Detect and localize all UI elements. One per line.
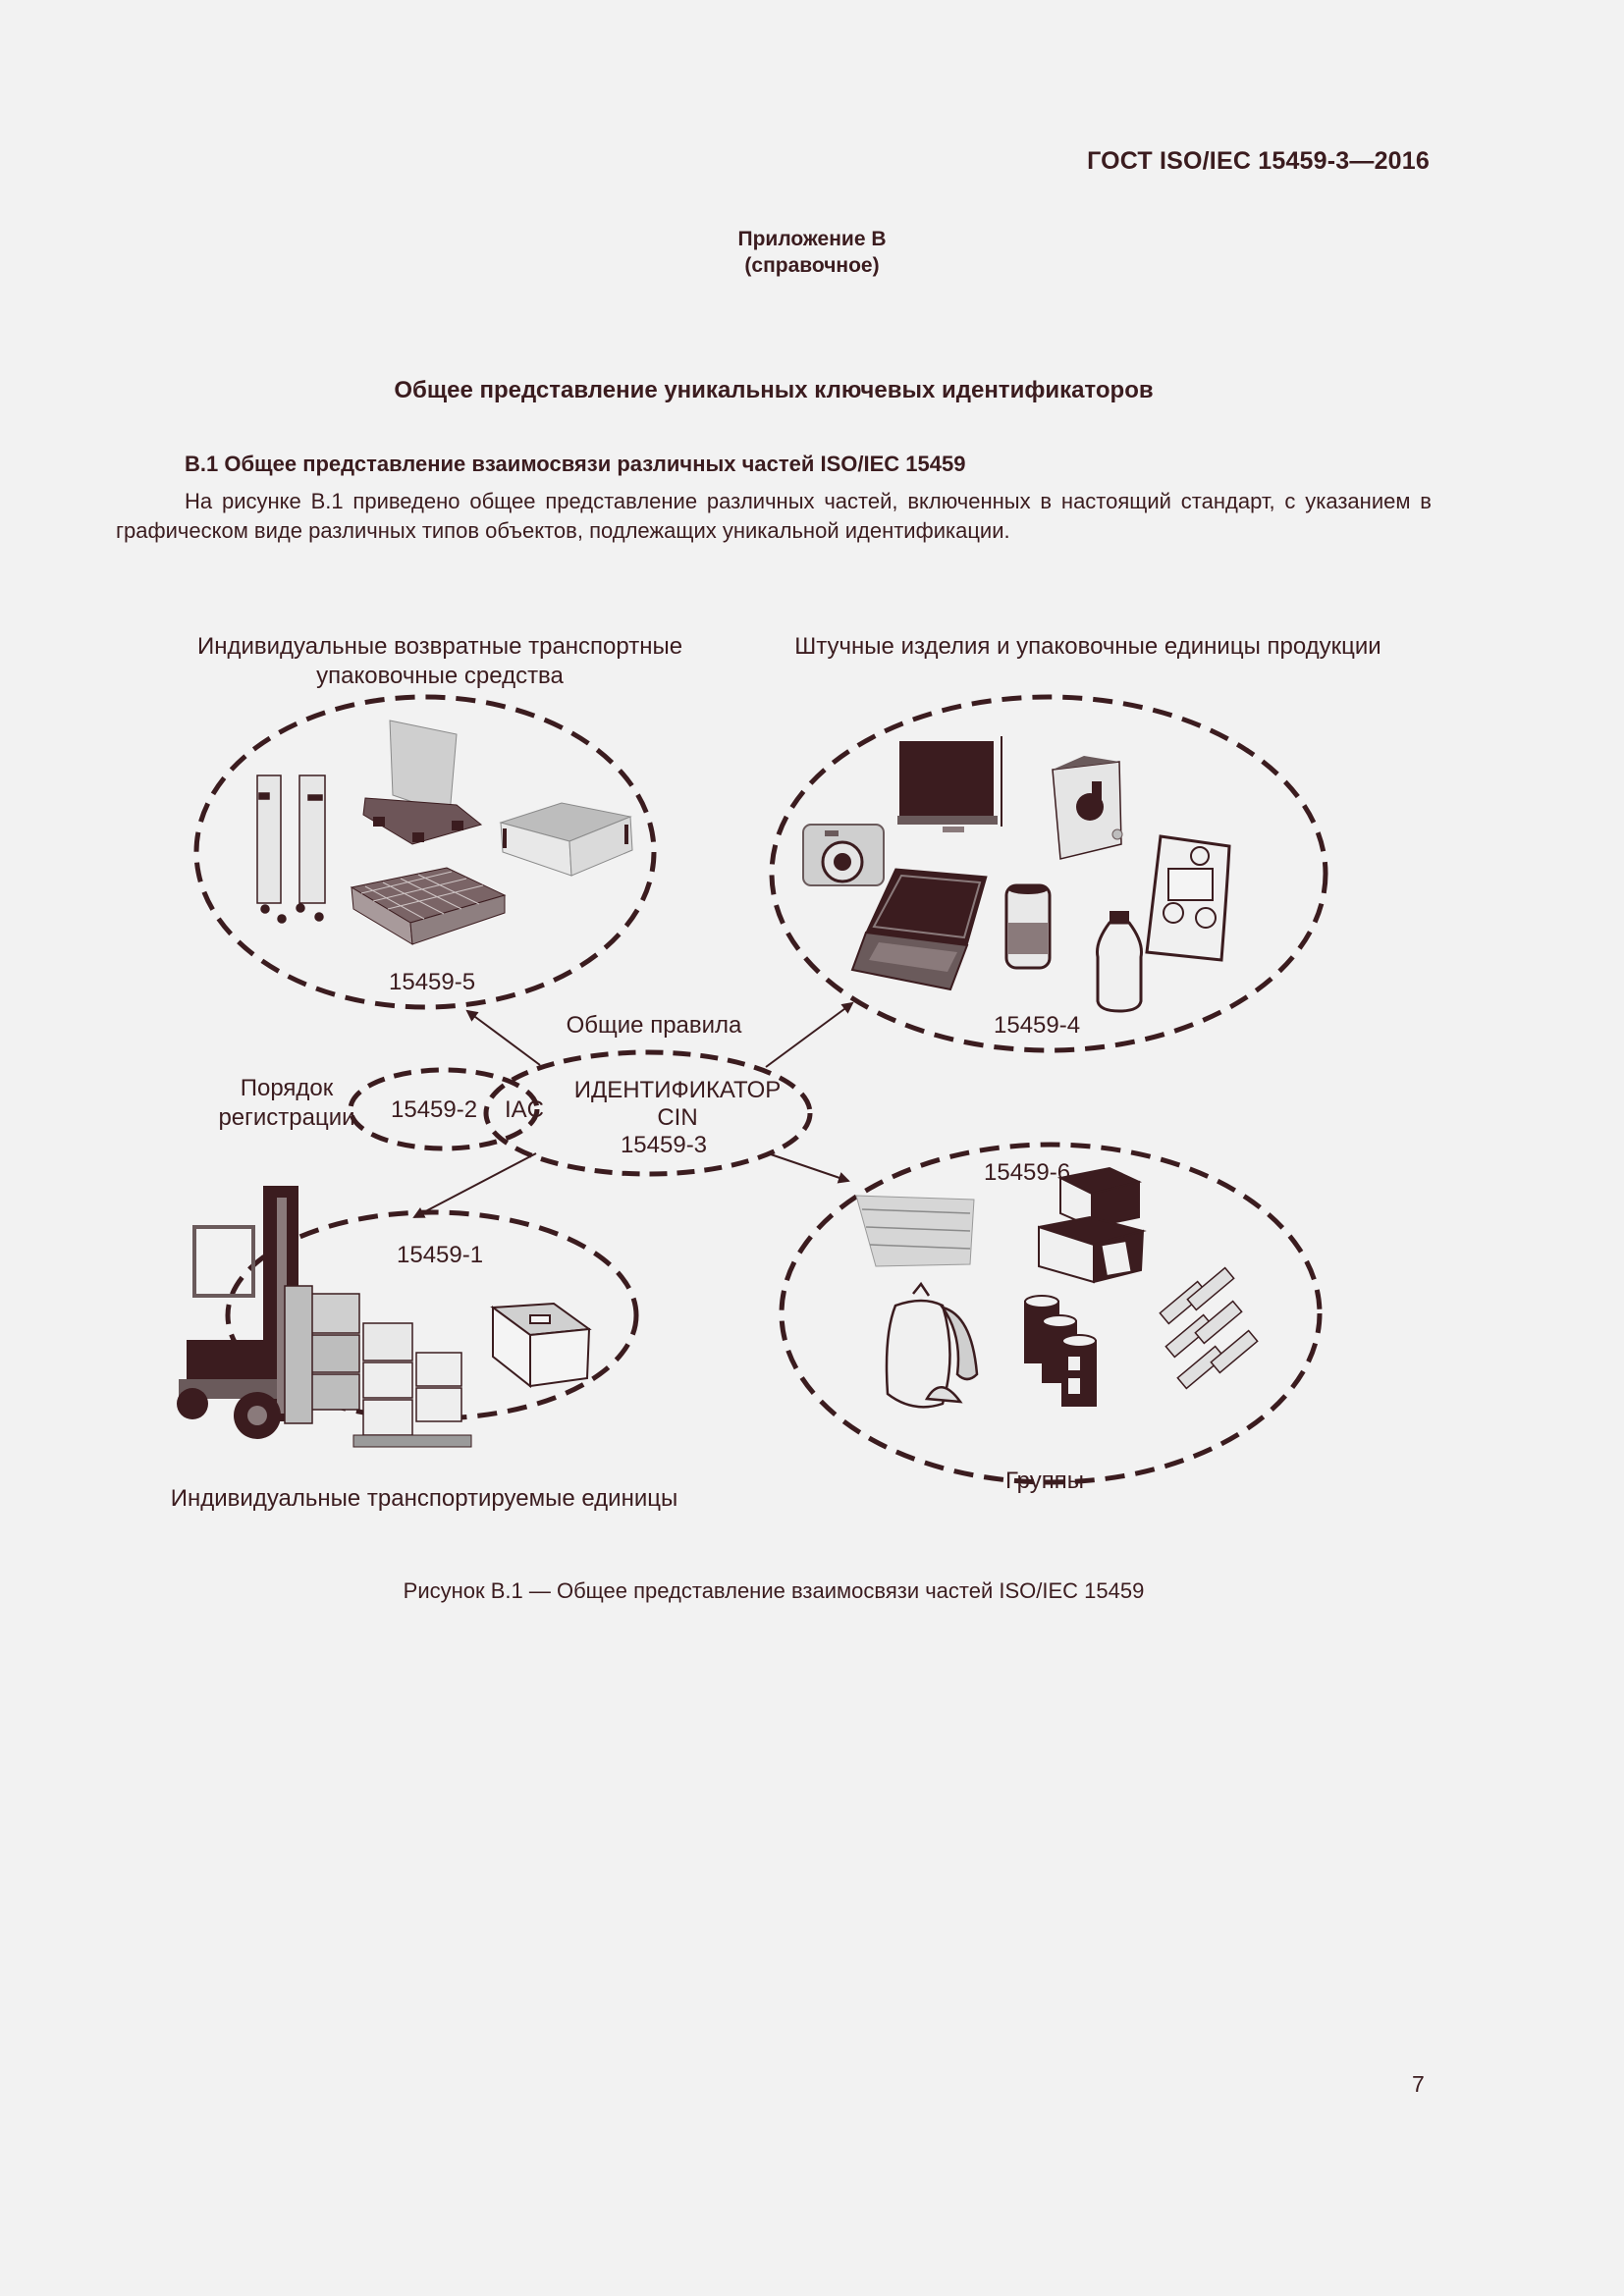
laptop-icon — [850, 868, 988, 991]
camera-icon — [802, 824, 885, 886]
iac-label: IAC — [505, 1096, 544, 1123]
part-label-15459-4: 15459-4 — [994, 1012, 1080, 1039]
group-title-transport: Индивидуальные транспортируемые единицы — [171, 1485, 678, 1512]
identifier-label: ИДЕНТИФИКАТОР — [574, 1077, 782, 1103]
banknotes-icon — [1159, 1266, 1259, 1390]
plastic-pallet-icon — [350, 867, 507, 945]
arrow-to-15459-6 — [767, 1152, 850, 1184]
group-title-returnable-1: Индивидуальные возвратные транспортные — [197, 633, 682, 660]
part-label-15459-6: 15459-6 — [984, 1159, 1070, 1186]
part-label-15459-3: 15459-3 — [621, 1132, 707, 1158]
roll-container-icon — [256, 774, 326, 924]
general-rules-label: Общие правила — [567, 1012, 742, 1039]
section-heading: B.1 Общее представление взаимосвязи разл… — [185, 452, 966, 476]
group-title-products: Штучные изделия и упаковочные единицы пр… — [794, 633, 1380, 660]
page-number: 7 — [1412, 2071, 1425, 2097]
figure-b1-diagram: Индивидуальные возвратные транспортные у… — [171, 633, 1381, 1512]
arrow-to-15459-4 — [765, 1001, 854, 1068]
ellipse-15459-5 — [193, 694, 657, 1010]
arrow-to-15459-5 — [465, 1009, 541, 1066]
crate-icon — [499, 802, 633, 877]
product-box-icon — [1052, 756, 1123, 860]
ellipse-15459-6 — [779, 1142, 1323, 1485]
forklift-icon — [177, 1186, 472, 1448]
monitor-icon — [897, 736, 1002, 832]
ellipse-15459-4 — [769, 694, 1328, 1053]
snack-bag-icon — [1145, 834, 1231, 962]
bottle-icon — [1096, 911, 1143, 1013]
figure-caption: Рисунок B.1 — Общее представление взаимо… — [403, 1578, 1145, 1603]
ellipse-15459-2 — [348, 1067, 540, 1151]
part-label-15459-5: 15459-5 — [389, 969, 475, 995]
group-title-groups: Группы — [1005, 1468, 1084, 1494]
carton-box-icon — [490, 1302, 592, 1389]
arrow-to-15459-1 — [412, 1152, 537, 1218]
registration-label-2: регистрации — [218, 1104, 354, 1131]
annex-title: Общее представление уникальных ключевых … — [394, 377, 1154, 403]
annex-kind: (справочное) — [744, 254, 880, 277]
pallet-with-sleeve-icon — [362, 720, 483, 845]
section-paragraph: На рисунке B.1 приведено общее представл… — [116, 487, 1432, 546]
document-code: ГОСТ ISO/IEC 15459-3—2016 — [1087, 147, 1430, 175]
annex-label: Приложение B — [737, 228, 887, 250]
barrels-icon — [1024, 1295, 1097, 1407]
annex-header: Приложение B (справочное) — [0, 226, 1624, 279]
stacked-boxes-icon — [1038, 1166, 1147, 1284]
part-label-15459-1: 15459-1 — [397, 1242, 483, 1268]
part-label-15459-2: 15459-2 — [391, 1096, 477, 1123]
cin-label: CIN — [657, 1104, 697, 1131]
basket-icon — [855, 1195, 975, 1267]
paragraph-text: На рисунке B.1 приведено общее представл… — [116, 489, 1432, 543]
ellipse-15459-3 — [483, 1049, 813, 1177]
group-title-returnable-2: упаковочные средства — [316, 663, 564, 689]
can-icon — [1004, 883, 1052, 970]
registration-label-1: Порядок — [241, 1075, 334, 1101]
sacks-icon — [885, 1281, 979, 1409]
